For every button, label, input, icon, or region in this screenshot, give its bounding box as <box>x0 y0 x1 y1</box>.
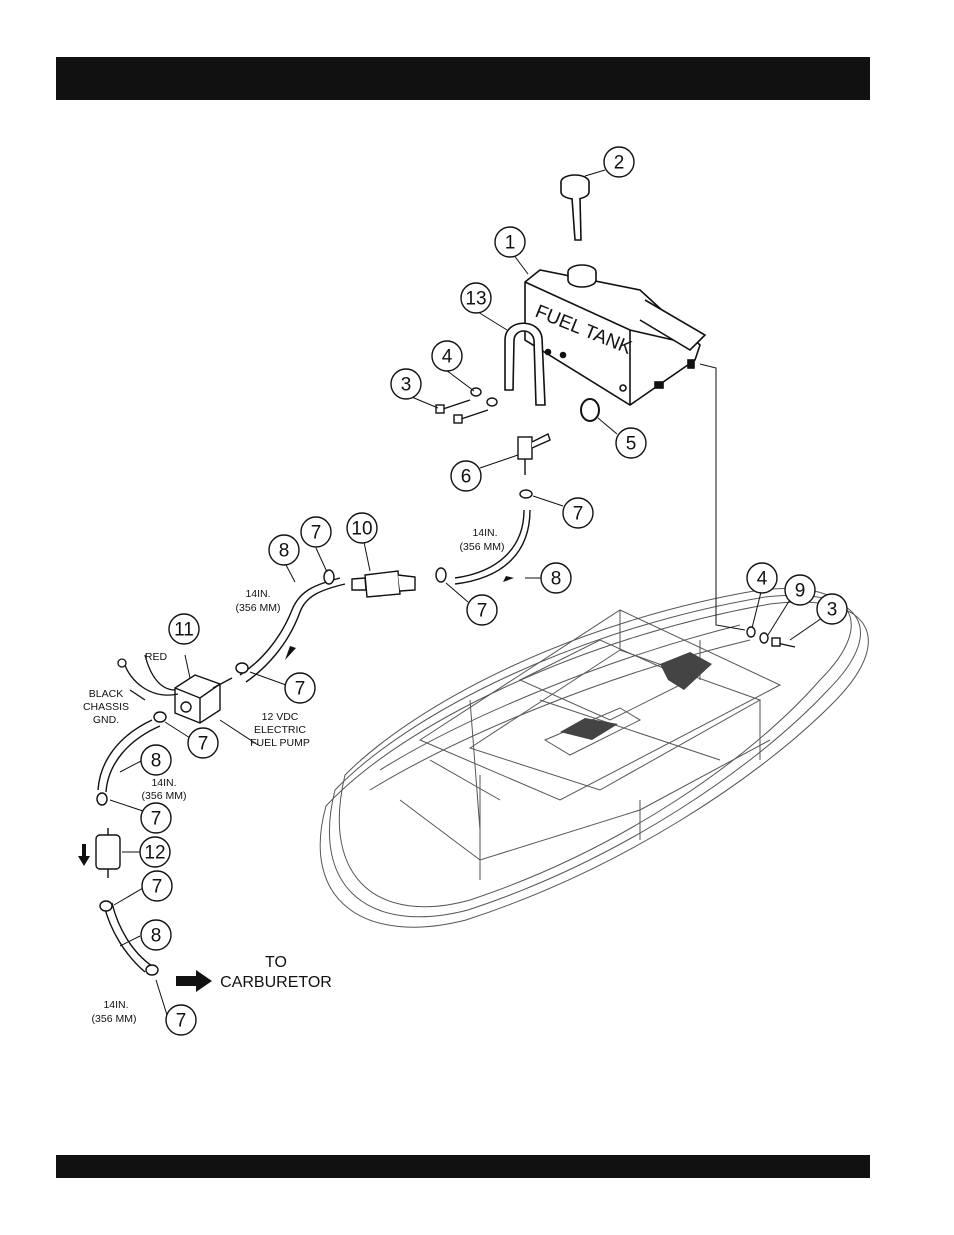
hose-label-3-line2: (356 MM) <box>142 790 187 802</box>
fuel-cap <box>561 175 589 240</box>
callout-number: 7 <box>151 809 162 830</box>
pump-label-line2: ELECTRIC <box>254 724 306 736</box>
wire-label-black-1: BLACK <box>89 688 123 700</box>
callout-number: 10 <box>351 519 372 540</box>
callout-number: 5 <box>626 434 637 455</box>
fuel-filter <box>96 828 120 878</box>
callout-number: 7 <box>477 601 488 622</box>
fuel-hoses <box>98 510 530 972</box>
callout-number: 7 <box>198 734 209 755</box>
hose-label-1-line2: (356 MM) <box>460 541 505 553</box>
callout-c8a: 8 <box>269 535 299 565</box>
callout-number: 6 <box>461 467 472 488</box>
pump-label-line1: 12 VDC <box>262 711 299 723</box>
callout-c4b: 4 <box>747 563 777 593</box>
callout-c9: 9 <box>785 575 815 605</box>
callout-number: 8 <box>151 751 162 772</box>
callout-c6: 6 <box>451 461 481 491</box>
callout-number: 7 <box>311 523 322 544</box>
callout-c7g: 7 <box>142 871 172 901</box>
callout-c1: 1 <box>495 227 525 257</box>
callout-number: 12 <box>144 843 165 864</box>
callout-c7h: 7 <box>166 1005 196 1035</box>
hose-label-4: 14IN. (356 MM) <box>92 999 137 1025</box>
hose-label-3: 14IN. (356 MM) <box>142 777 187 802</box>
callout-number: 7 <box>152 877 163 898</box>
callout-c10: 10 <box>347 513 377 543</box>
callout-c7f: 7 <box>141 803 171 833</box>
callout-number: 3 <box>827 600 838 621</box>
callout-number: 8 <box>151 926 162 947</box>
callout-c7b: 7 <box>301 517 331 547</box>
callout-number: 9 <box>795 581 806 602</box>
callout-number: 4 <box>757 569 768 590</box>
callout-c8d: 8 <box>141 920 171 950</box>
chassis-frame <box>320 588 868 927</box>
callout-number: 11 <box>174 620 194 641</box>
callout-number: 8 <box>279 541 290 562</box>
fuel-pump <box>175 675 232 723</box>
callout-number: 4 <box>442 347 453 368</box>
callout-c8b: 8 <box>541 563 571 593</box>
callout-number: 7 <box>176 1011 187 1032</box>
wire-label-black-2: CHASSIS <box>83 701 129 713</box>
callout-c2: 2 <box>604 147 634 177</box>
callout-c12: 12 <box>140 837 170 867</box>
callout-number: 13 <box>465 289 486 310</box>
callout-number: 3 <box>401 375 412 396</box>
hose-label-1-line1: 14IN. <box>472 527 497 539</box>
inline-filter <box>352 571 415 597</box>
hose-label-4-line2: (356 MM) <box>92 1013 137 1025</box>
pump-label-line3: FUEL PUMP <box>250 737 310 749</box>
hose-label-3-line1: 14IN. <box>151 777 176 789</box>
carburetor-label-line2: CARBURETOR <box>220 974 332 991</box>
callout-c3b: 3 <box>817 594 847 624</box>
hose-label-2-line1: 14IN. <box>245 588 270 600</box>
tee-fitting <box>518 434 550 475</box>
bolts-upper <box>436 388 497 423</box>
callout-number: 8 <box>551 569 562 590</box>
carburetor-label-line1: TO <box>265 954 287 971</box>
wire-label-red: RED <box>145 651 168 663</box>
grommet <box>581 399 599 421</box>
callout-c3a: 3 <box>391 369 421 399</box>
hose-label-2-line2: (356 MM) <box>236 602 281 614</box>
callout-c4a: 4 <box>432 341 462 371</box>
callout-number: 2 <box>614 153 625 174</box>
callout-c7a: 7 <box>563 498 593 528</box>
callout-c7c: 7 <box>467 595 497 625</box>
callout-number: 7 <box>573 504 584 525</box>
callout-c7d: 7 <box>285 673 315 703</box>
hose-clamps <box>97 490 532 975</box>
hose-label-1: 14IN. (356 MM) <box>460 527 505 553</box>
leader-line <box>700 364 745 630</box>
callout-c11: 11 <box>169 614 199 644</box>
wire-label-black-3: GND. <box>93 714 119 726</box>
callout-number: 1 <box>505 233 516 254</box>
callout-c8c: 8 <box>141 745 171 775</box>
callout-c5: 5 <box>616 428 646 458</box>
chassis-grate <box>560 652 712 740</box>
hose-label-4-line1: 14IN. <box>103 999 128 1011</box>
hose-label-2: 14IN. (356 MM) <box>236 588 281 614</box>
callout-c7e: 7 <box>188 728 218 758</box>
callout-c13: 13 <box>461 283 491 313</box>
callout-number: 7 <box>295 679 306 700</box>
